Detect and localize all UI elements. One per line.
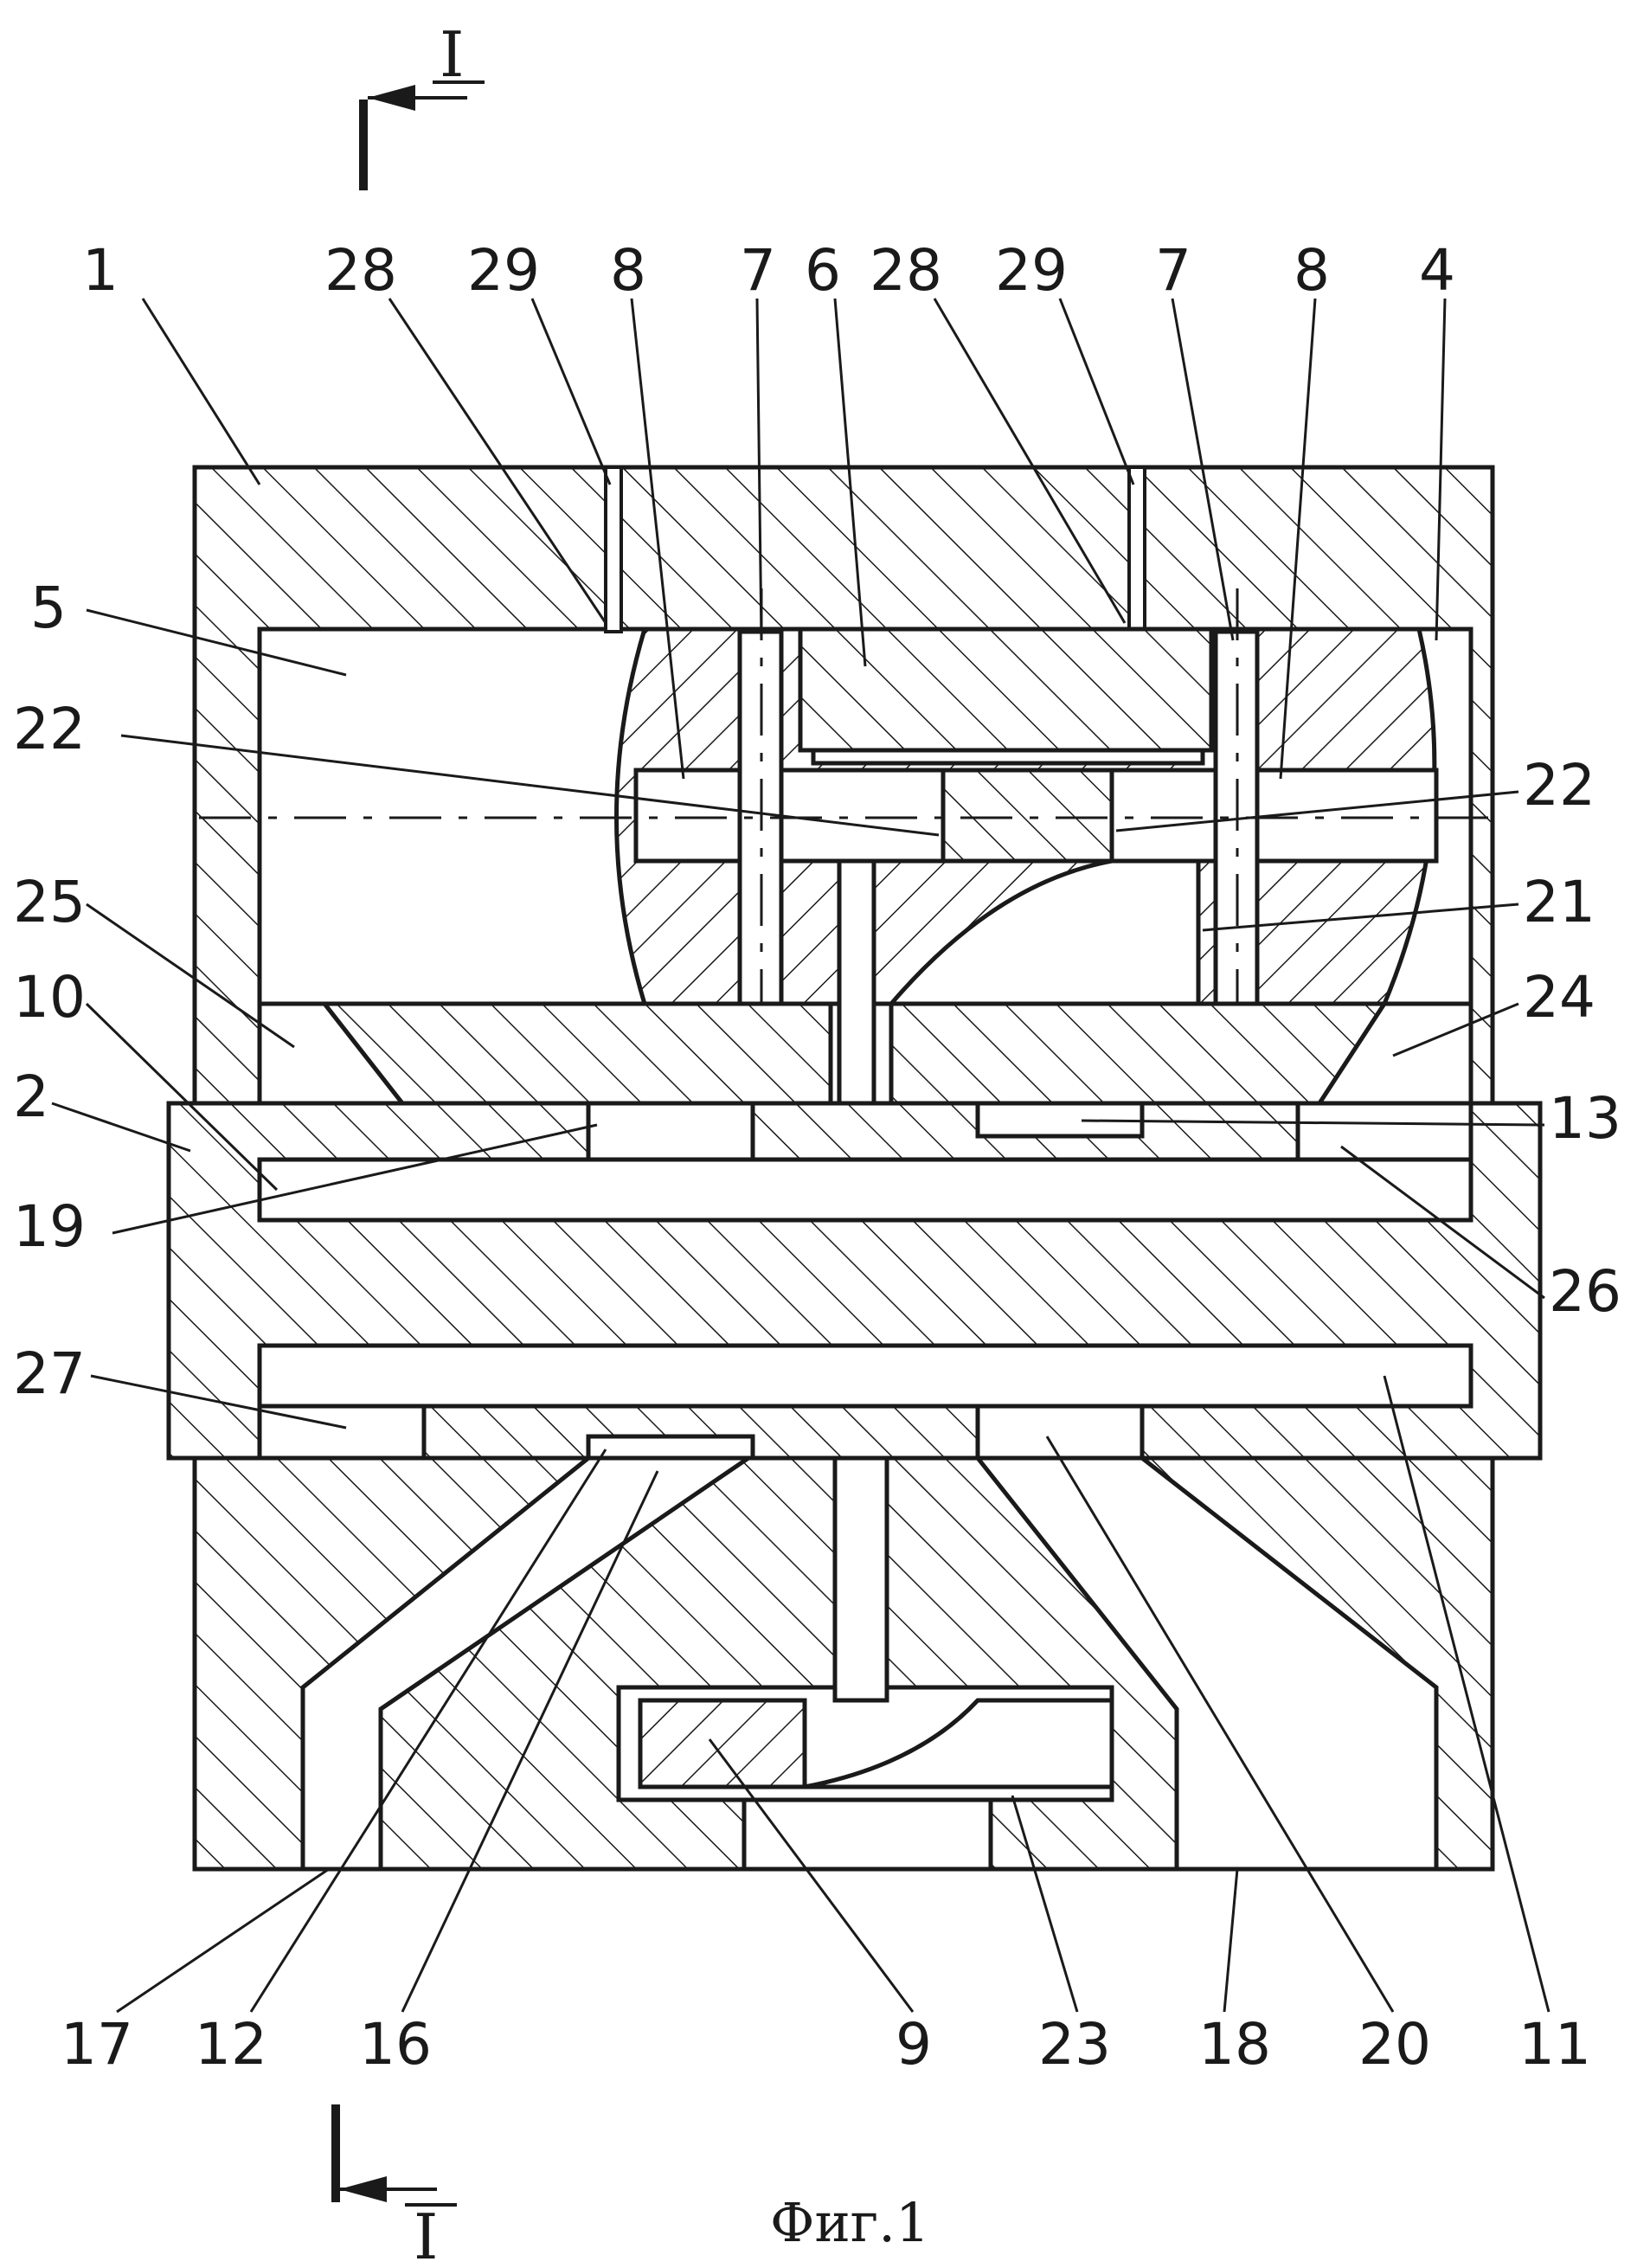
label-22a: 22: [13, 696, 86, 762]
label-11: 11: [1518, 2011, 1591, 2078]
label-23: 23: [1038, 2011, 1111, 2078]
label-27: 27: [13, 1340, 86, 1407]
label-20: 20: [1358, 2011, 1431, 2078]
section-mark-bottom: I: [336, 2104, 457, 2268]
label-19: 19: [13, 1193, 86, 1260]
label-28a: 28: [324, 237, 397, 304]
shaft-housing-2: [169, 1103, 1540, 1458]
label-13: 13: [1549, 1085, 1621, 1152]
label-1: 1: [82, 237, 119, 304]
label-28b: 28: [870, 237, 942, 304]
section-mark-top: I: [363, 18, 485, 190]
label-16: 16: [359, 2011, 432, 2078]
label-17: 17: [61, 2011, 133, 2078]
label-9: 9: [896, 2011, 932, 2078]
label-18: 18: [1198, 2011, 1271, 2078]
label-22b: 22: [1523, 752, 1595, 819]
figure-caption: Фиг.1: [770, 2191, 929, 2254]
label-12: 12: [195, 2011, 267, 2078]
housing-lower: [195, 1458, 1493, 1869]
label-4: 4: [1419, 237, 1455, 304]
label-6: 6: [805, 237, 841, 304]
label-21: 21: [1523, 869, 1595, 935]
label-2: 2: [13, 1063, 49, 1130]
label-25: 25: [13, 869, 86, 935]
label-8b: 8: [1294, 237, 1330, 304]
section-label-bottom: I: [414, 2201, 438, 2268]
label-7a: 7: [740, 237, 776, 304]
label-29a: 29: [467, 237, 540, 304]
label-5: 5: [30, 575, 67, 641]
section-label-top: I: [440, 18, 464, 91]
label-26: 26: [1549, 1258, 1621, 1325]
label-29b: 29: [995, 237, 1068, 304]
label-10: 10: [13, 964, 86, 1031]
label-8a: 8: [610, 237, 646, 304]
label-7b: 7: [1155, 237, 1191, 304]
label-24: 24: [1523, 964, 1595, 1031]
